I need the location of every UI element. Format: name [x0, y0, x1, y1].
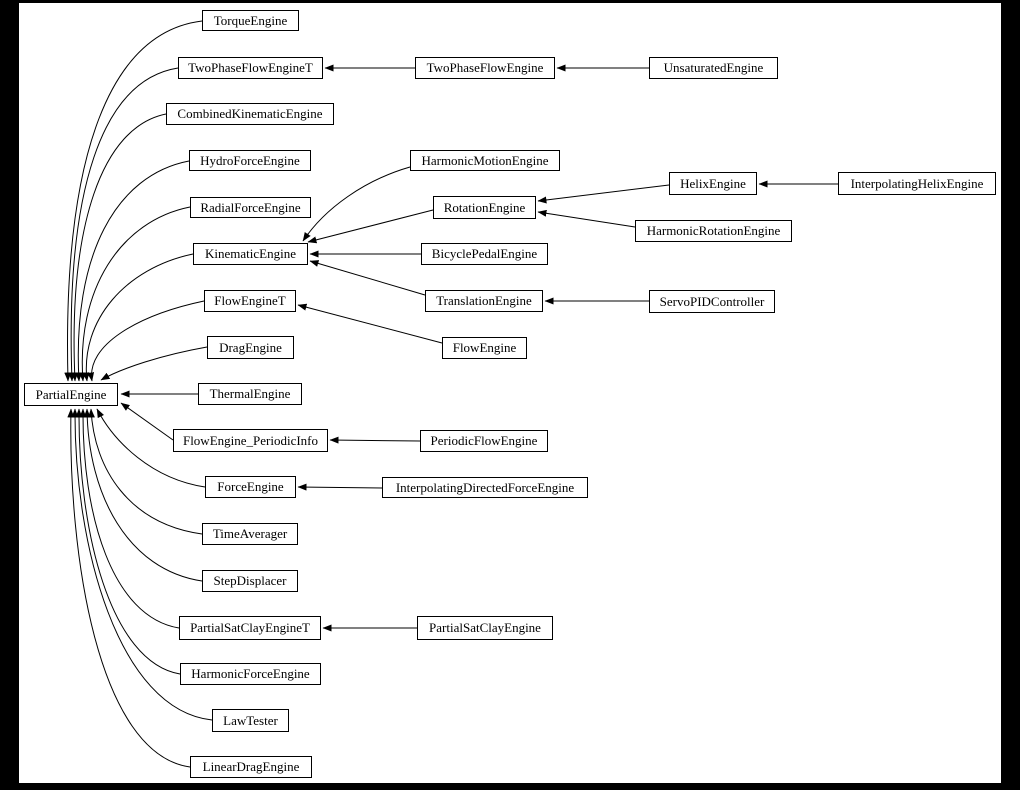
node-interpolating-directed-force-engine[interactable]: InterpolatingDirectedForceEngine: [382, 477, 588, 498]
node-drag-engine[interactable]: DragEngine: [207, 336, 294, 359]
node-flow-engine-t[interactable]: FlowEngineT: [204, 290, 296, 312]
node-helix-engine[interactable]: HelixEngine: [669, 172, 757, 195]
node-linear-drag-engine[interactable]: LinearDragEngine: [190, 756, 312, 778]
node-law-tester[interactable]: LawTester: [212, 709, 289, 732]
node-rotation-engine[interactable]: RotationEngine: [433, 196, 536, 219]
node-force-engine[interactable]: ForceEngine: [205, 476, 296, 498]
node-interpolating-helix-engine[interactable]: InterpolatingHelixEngine: [838, 172, 996, 195]
node-harmonic-force-engine[interactable]: HarmonicForceEngine: [180, 663, 321, 685]
node-two-phase-flow-engine-t[interactable]: TwoPhaseFlowEngineT: [178, 57, 323, 79]
node-translation-engine[interactable]: TranslationEngine: [425, 290, 543, 312]
node-torque-engine[interactable]: TorqueEngine: [202, 10, 299, 31]
node-partial-sat-clay-engine[interactable]: PartialSatClayEngine: [417, 616, 553, 640]
node-time-averager[interactable]: TimeAverager: [202, 523, 298, 545]
node-partial-sat-clay-engine-t[interactable]: PartialSatClayEngineT: [179, 616, 321, 640]
node-two-phase-flow-engine[interactable]: TwoPhaseFlowEngine: [415, 57, 555, 79]
node-kinematic-engine[interactable]: KinematicEngine: [193, 243, 308, 265]
node-harmonic-motion-engine[interactable]: HarmonicMotionEngine: [410, 150, 560, 171]
node-servo-pid-controller[interactable]: ServoPIDController: [649, 290, 775, 313]
node-hydro-force-engine[interactable]: HydroForceEngine: [189, 150, 311, 171]
node-thermal-engine[interactable]: ThermalEngine: [198, 383, 302, 405]
node-flow-engine[interactable]: FlowEngine: [442, 337, 527, 359]
node-periodic-flow-engine[interactable]: PeriodicFlowEngine: [420, 430, 548, 452]
node-flow-engine-periodic-info[interactable]: FlowEngine_PeriodicInfo: [173, 429, 328, 452]
node-step-displacer[interactable]: StepDisplacer: [202, 570, 298, 592]
node-combined-kinematic-engine[interactable]: CombinedKinematicEngine: [166, 103, 334, 125]
node-harmonic-rotation-engine[interactable]: HarmonicRotationEngine: [635, 220, 792, 242]
node-unsaturated-engine[interactable]: UnsaturatedEngine: [649, 57, 778, 79]
node-bicycle-pedal-engine[interactable]: BicyclePedalEngine: [421, 243, 548, 265]
node-radial-force-engine[interactable]: RadialForceEngine: [190, 197, 311, 218]
node-partial-engine[interactable]: PartialEngine: [24, 383, 118, 406]
